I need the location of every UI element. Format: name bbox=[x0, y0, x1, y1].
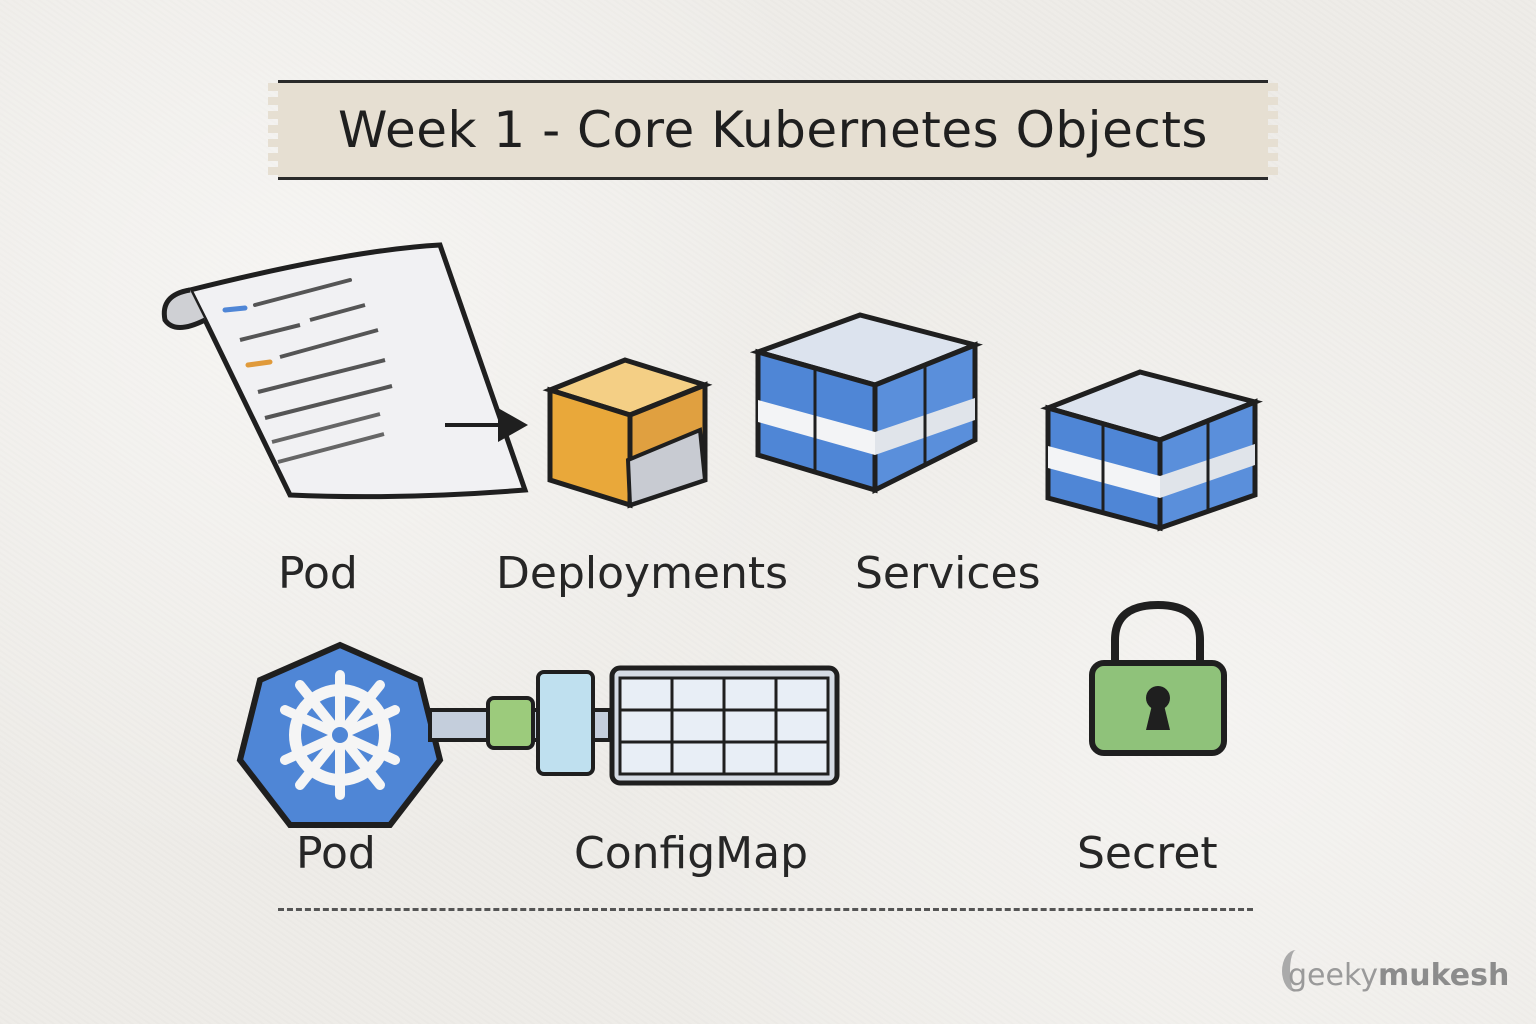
label-services: Services bbox=[855, 548, 1041, 599]
brand-watermark: geekymukesh bbox=[1288, 958, 1509, 993]
service-cube-small-icon bbox=[1040, 369, 1263, 532]
brand-bold: mukesh bbox=[1378, 958, 1510, 993]
service-cube-icon bbox=[749, 312, 983, 495]
page-title: Week 1 - Core Kubernetes Objects bbox=[338, 101, 1208, 159]
label-configmap: ConfigMap bbox=[574, 828, 809, 879]
deployment-box-icon bbox=[542, 357, 713, 509]
arrow-icon bbox=[445, 408, 528, 442]
yaml-manifest-icon bbox=[161, 242, 529, 500]
brand-light: geeky bbox=[1288, 958, 1379, 993]
brand-logo-icon bbox=[1282, 950, 1310, 992]
label-secret: Secret bbox=[1077, 828, 1218, 879]
dashed-divider bbox=[278, 908, 1253, 911]
title-banner: Week 1 - Core Kubernetes Objects bbox=[268, 80, 1278, 180]
label-deployments: Deployments bbox=[496, 548, 789, 599]
configmap-table-icon bbox=[428, 665, 840, 786]
kubernetes-helm-icon bbox=[236, 641, 444, 828]
padlock-icon bbox=[1089, 600, 1227, 756]
label-pod-top: Pod bbox=[278, 548, 358, 599]
label-pod-bottom: Pod bbox=[296, 828, 376, 879]
